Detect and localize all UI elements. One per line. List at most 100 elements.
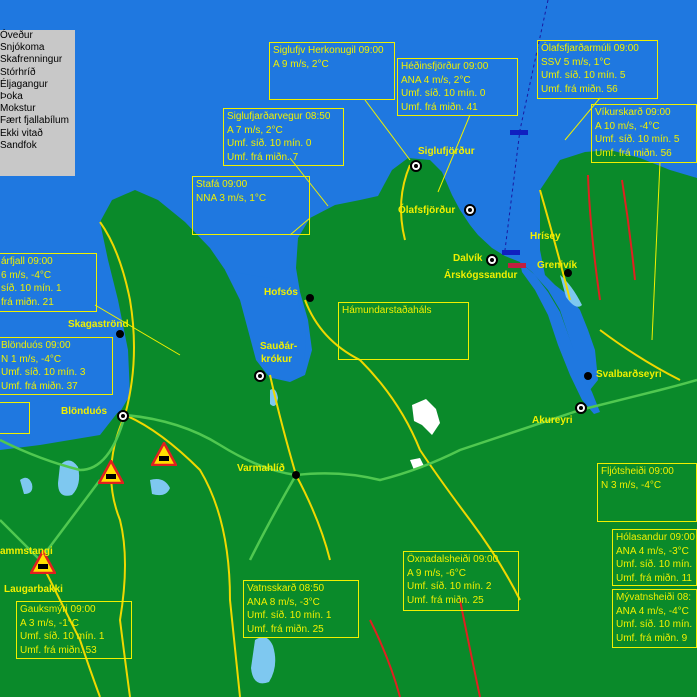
station-traffic: síð. 10 mín. 1 xyxy=(1,283,62,294)
legend-item: Þoka xyxy=(0,91,23,103)
warning-sign-icon[interactable] xyxy=(98,460,124,484)
station-box-oxnadalsheidi[interactable]: Öxnadalsheiði 09:00 A 9 m/s, -6°C Umf. s… xyxy=(403,551,519,611)
bay-skagafjordur xyxy=(225,270,306,380)
bay-eyjafjordur xyxy=(520,262,600,414)
station-name: Hólasandur 09:00 xyxy=(616,532,695,543)
place-siglufjordur: Siglufjörður xyxy=(418,146,475,157)
place-olafsfjordur: Ólafsfjörður xyxy=(398,205,456,216)
place-saudarkrokur: Sauðár- xyxy=(260,341,298,352)
station-name: Vatnsskarð 08:50 xyxy=(247,583,325,594)
station-wind: ANA 4 m/s, -4°C xyxy=(616,605,689,617)
station-box-blank xyxy=(0,402,30,434)
legend-item: Stórhríð xyxy=(0,66,36,78)
station-traffic: Umf. síð. 10 mín. 0 xyxy=(401,88,486,99)
legend-item: Mokstur xyxy=(0,103,36,115)
station-name: Fljótsheiði 09:00 xyxy=(601,466,674,477)
station-wind: NNA 3 m/s, 1°C xyxy=(196,192,267,204)
town-dot[interactable] xyxy=(306,294,314,302)
place-svalbardseyri: Svalbarðseyri xyxy=(596,369,662,380)
place-varmahlid: Varmahlíð xyxy=(237,463,285,474)
station-box-gauksmyri[interactable]: Gauksmýri 09:00 A 3 m/s, -1°C Umf. síð. … xyxy=(16,601,132,659)
station-box-myvatnsheidi[interactable]: Mývatnsheiði 08: ANA 4 m/s, -4°C Umf. sí… xyxy=(612,589,697,648)
station-name: Gauksmýri 09:00 xyxy=(20,604,96,615)
place-laugarbakki: Laugarbakki xyxy=(4,584,63,595)
land-west xyxy=(0,150,697,697)
station-name: Öxnadalsheiði 09:00 xyxy=(407,554,499,565)
station-name: Víkurskarð 09:00 xyxy=(595,107,671,118)
warning-sign-icon[interactable] xyxy=(151,442,177,466)
station-box-thverarfjall[interactable]: árfjall 09:00 6 m/s, -4°C síð. 10 mín. 1… xyxy=(0,253,97,312)
station-name: Stafá 09:00 xyxy=(196,179,248,190)
station-box-siglufjardarvegur[interactable]: Siglufjarðarvegur 08:50 A 7 m/s, 2°C Umf… xyxy=(223,108,344,166)
town-dot[interactable] xyxy=(292,471,300,479)
station-box-vikurskard[interactable]: Víkurskarð 09:00 A 10 m/s, -4°C Umf. síð… xyxy=(591,104,697,163)
legend-item: Fært fjallabílum xyxy=(0,115,69,127)
station-traffic: Umf. síð. 10 mín. xyxy=(616,619,693,630)
station-traffic: Umf. síð. 10 mín. 5 xyxy=(541,70,626,81)
station-traffic: Umf. síð. 10 mín. 1 xyxy=(20,631,105,642)
station-box-vatnsskard[interactable]: Vatnsskarð 08:50 ANA 8 m/s, -3°C Umf. sí… xyxy=(243,580,359,638)
station-traffic-total: Umf. frá miðn. 9 xyxy=(616,632,688,644)
station-wind: ANA 4 m/s, 2°C xyxy=(401,74,471,86)
station-name: Ólafsfjarðarmúli 09:00 xyxy=(541,43,639,54)
legend-item: Skafrenningur xyxy=(0,54,63,66)
warning-sign-icon[interactable] xyxy=(30,550,56,574)
camera-marker[interactable] xyxy=(117,410,129,422)
station-wind: A 9 m/s, -6°C xyxy=(407,567,467,579)
camera-marker[interactable] xyxy=(486,254,498,266)
town-dot[interactable] xyxy=(564,269,572,277)
station-traffic: Umf. síð. 10 mín. 3 xyxy=(1,367,86,378)
camera-marker[interactable] xyxy=(254,370,266,382)
lake-2 xyxy=(20,477,33,494)
station-wind: SSV 5 m/s, 1°C xyxy=(541,56,611,68)
place-skagastrond: Skagaströnd xyxy=(68,319,129,330)
station-box-hedinsfjordur[interactable]: Héðinsfjörður 09:00 ANA 4 m/s, 2°C Umf. … xyxy=(397,58,518,116)
station-name: Hámundarstaðaháls xyxy=(342,305,432,316)
lake-4 xyxy=(251,637,276,684)
station-wind: A 10 m/s, -4°C xyxy=(595,120,660,132)
town-dot[interactable] xyxy=(116,330,124,338)
station-traffic-total: Umf. frá miðn. 56 xyxy=(541,83,618,95)
station-traffic-total: Umf. frá miðn. 25 xyxy=(407,594,484,606)
roads-main xyxy=(0,378,697,562)
station-traffic-total: Umf. frá miðn. 53 xyxy=(20,644,97,656)
station-traffic: Umf. síð. 10 mín. 5 xyxy=(595,134,680,145)
station-traffic-total: Umf. frá miðn. 7 xyxy=(227,151,299,163)
legend-item: Éljagangur xyxy=(0,78,48,90)
place-saudarkrokur: krókur xyxy=(261,354,293,365)
place-hofsos: Hofsós xyxy=(264,287,298,298)
station-box-siglufjv[interactable]: Siglufjv Herkonugil 09:00 A 9 m/s, 2°C xyxy=(269,42,395,100)
station-name: Siglufjv Herkonugil 09:00 xyxy=(273,45,384,56)
ferry-icon xyxy=(502,130,528,268)
station-traffic: Umf. síð. 10 mín. 2 xyxy=(407,581,492,592)
station-traffic-total: Umf. frá miðn. 11 xyxy=(616,572,692,584)
station-box-blonduos[interactable]: Blönduós 09:00 N 1 m/s, -4°C Umf. síð. 1… xyxy=(0,337,113,395)
station-box-hamundarstadahals[interactable]: Hámundarstaðaháls xyxy=(338,302,469,360)
station-wind: N 1 m/s, -4°C xyxy=(1,353,62,365)
station-wind: A 3 m/s, -1°C xyxy=(20,617,80,629)
legend-item: Sandfok xyxy=(0,139,37,151)
place-dalvik: Dalvík xyxy=(453,253,483,264)
town-dot[interactable] xyxy=(584,372,592,380)
station-wind: ANA 8 m/s, -3°C xyxy=(247,596,320,608)
station-name: Héðinsfjörður 09:00 xyxy=(401,61,489,72)
station-name: Mývatnsheiði 08: xyxy=(616,592,692,603)
station-traffic: Umf. síð. 10 mín. 1 xyxy=(247,610,332,621)
camera-marker[interactable] xyxy=(410,160,422,172)
camera-marker[interactable] xyxy=(464,204,476,216)
station-traffic: Umf. síð. 10 mín. 0 xyxy=(227,138,312,149)
place-blonduos: Blönduós xyxy=(61,406,108,417)
station-box-fljotsheidi[interactable]: Fljótsheiði 09:00 N 3 m/s, -4°C xyxy=(597,463,697,522)
roads-closed xyxy=(369,174,636,697)
camera-marker[interactable] xyxy=(575,402,587,414)
legend-item: Ekki vitað xyxy=(0,127,43,139)
station-box-holasandur[interactable]: Hólasandur 09:00 ANA 4 m/s, -3°C Umf. sí… xyxy=(612,529,697,586)
station-box-stafa[interactable]: Stafá 09:00 NNA 3 m/s, 1°C xyxy=(192,176,310,235)
station-box-olafsfjardarmuli[interactable]: Ólafsfjarðarmúli 09:00 SSV 5 m/s, 1°C Um… xyxy=(537,40,658,99)
station-traffic-total: frá miðn. 21 xyxy=(1,296,54,308)
roads-yellow xyxy=(39,164,681,697)
connector-lines xyxy=(94,97,661,356)
station-wind: 6 m/s, -4°C xyxy=(1,269,52,281)
station-traffic-total: Umf. frá miðn. 37 xyxy=(1,380,78,392)
legend-item: Snjókoma xyxy=(0,42,45,54)
